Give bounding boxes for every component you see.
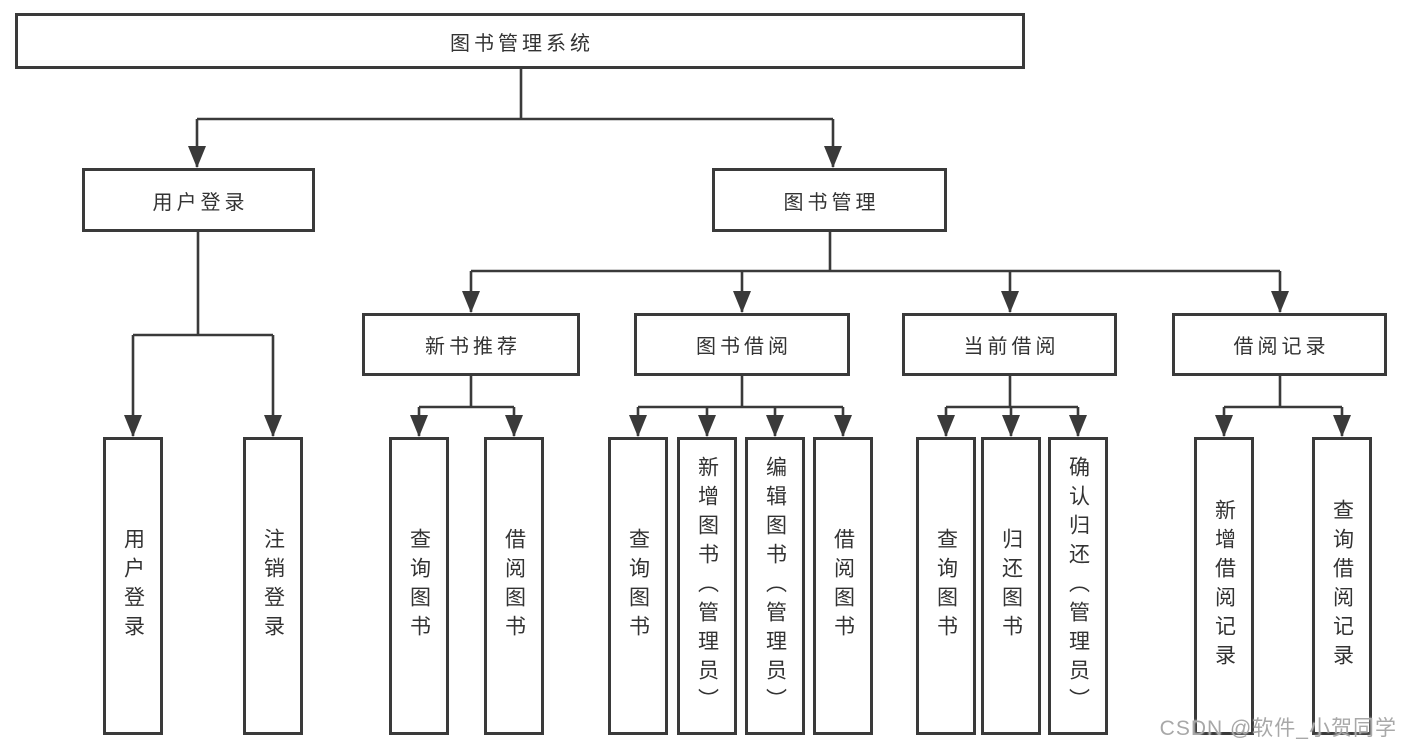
node-query-books: 查询图书 — [608, 437, 668, 735]
csdn-watermark: CSDN @软件_小贺同学 — [1159, 717, 1397, 740]
node-edit-books-admin: 编辑图书（管理员） — [745, 437, 805, 735]
connector-skeleton — [133, 68, 1342, 409]
node-book-management-branch: 图书管理 — [712, 168, 947, 232]
node-user-login: 用户登录 — [103, 437, 163, 735]
connector-line — [133, 68, 1342, 409]
node-query-books: 查询图书 — [389, 437, 449, 735]
node-user-login-branch: 用户登录 — [82, 168, 315, 232]
node-borrow-books: 借阅图书 — [484, 437, 544, 735]
node-return-books: 归还图书 — [981, 437, 1041, 735]
node-logout: 注销登录 — [243, 437, 303, 735]
node-query-borrow-record: 查询借阅记录 — [1312, 437, 1372, 735]
node-new-book-recommendation: 新书推荐 — [362, 313, 580, 376]
node-add-borrow-record: 新增借阅记录 — [1194, 437, 1254, 735]
node-borrowing-records: 借阅记录 — [1172, 313, 1387, 376]
connector-arrows — [124, 119, 1351, 437]
node-library-management-system: 图书管理系统 — [15, 13, 1025, 69]
node-confirm-return-admin: 确认归还（管理员） — [1048, 437, 1108, 735]
node-current-borrowing: 当前借阅 — [902, 313, 1117, 376]
node-borrow-books: 借阅图书 — [813, 437, 873, 735]
node-add-books-admin: 新增图书（管理员） — [677, 437, 737, 735]
node-book-borrowing: 图书借阅 — [634, 313, 850, 376]
node-query-books: 查询图书 — [916, 437, 976, 735]
